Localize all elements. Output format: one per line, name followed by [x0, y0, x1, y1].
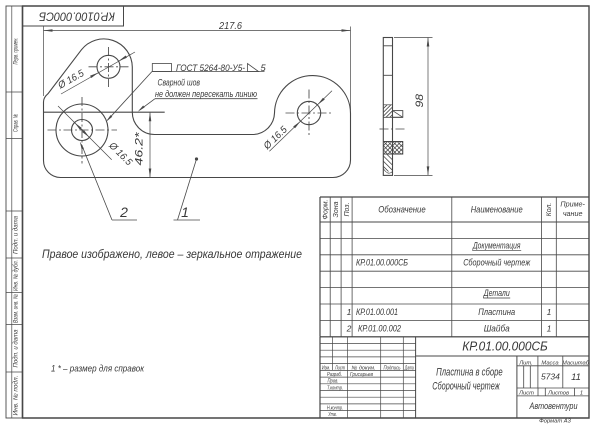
- svg-text:2: 2: [346, 324, 352, 334]
- svg-text:Пластина в сборе: Пластина в сборе: [436, 366, 503, 378]
- svg-text:Лит.: Лит.: [518, 360, 533, 366]
- svg-text:Масса: Масса: [541, 360, 559, 366]
- svg-text:1: 1: [580, 390, 583, 396]
- svg-text:11: 11: [571, 372, 581, 383]
- svg-text:Подп. и дата: Подп. и дата: [13, 329, 20, 368]
- svg-text:Шайба: Шайба: [484, 324, 510, 334]
- svg-text:Дата: Дата: [404, 365, 414, 371]
- svg-text:Сварной шов: Сварной шов: [158, 77, 201, 87]
- svg-text:КР.01.00.001: КР.01.00.001: [356, 307, 398, 317]
- svg-text:98: 98: [414, 94, 426, 108]
- svg-text:Справ. №: Справ. №: [13, 114, 20, 132]
- svg-text:5: 5: [261, 63, 267, 73]
- svg-text:Документация: Документация: [472, 241, 520, 251]
- svg-text:Наименование: Наименование: [471, 205, 523, 215]
- svg-text:Автовентури: Автовентури: [529, 401, 578, 411]
- svg-text:Зона: Зона: [333, 201, 340, 217]
- svg-text:Перв. примен.: Перв. примен.: [13, 38, 20, 65]
- svg-text:46.2*: 46.2*: [134, 132, 146, 166]
- svg-text:Т.контр.: Т.контр.: [327, 385, 343, 391]
- svg-text:1: 1: [547, 307, 552, 317]
- svg-text:КР.01.00.000СБ: КР.01.00.000СБ: [356, 257, 408, 267]
- svg-text:Изм.: Изм.: [322, 365, 331, 371]
- svg-text:1: 1: [347, 307, 352, 317]
- svg-text:КР.01.00.000СБ: КР.01.00.000СБ: [462, 338, 548, 353]
- svg-text:Поз.: Поз.: [344, 202, 351, 216]
- svg-text:Листов: Листов: [547, 390, 569, 396]
- svg-text:Пров.: Пров.: [328, 379, 339, 385]
- svg-text:Подпись: Подпись: [384, 365, 401, 371]
- svg-text:Инв. № дубл.: Инв. № дубл.: [13, 260, 20, 291]
- svg-text:Сборочный чертеж: Сборочный чертеж: [432, 381, 500, 393]
- svg-text:Сборочный чертеж: Сборочный чертеж: [463, 257, 531, 267]
- svg-text:ГОСТ 5264-80-У5-: ГОСТ 5264-80-У5-: [176, 63, 245, 73]
- svg-text:1: 1: [547, 324, 552, 334]
- svg-text:№ докум.: № докум.: [352, 365, 376, 371]
- svg-text:Грисарьев: Грисарьев: [350, 372, 373, 378]
- svg-text:5734: 5734: [541, 372, 560, 382]
- svg-text:Подп. и дата: Подп. и дата: [13, 215, 20, 254]
- svg-text:Приме-: Приме-: [560, 200, 585, 209]
- svg-text:Взам. инв. №: Взам. инв. №: [13, 294, 20, 323]
- svg-text:КР.01.00.002: КР.01.00.002: [358, 324, 401, 334]
- svg-text:Правое изображено, левое – зер: Правое изображено, левое – зеркальное от…: [42, 248, 302, 261]
- svg-text:Н.контр.: Н.контр.: [327, 406, 343, 412]
- svg-text:Разраб.: Разраб.: [327, 372, 342, 378]
- svg-text:Пластина: Пластина: [478, 307, 515, 317]
- svg-text:Форм.: Форм.: [322, 199, 329, 219]
- svg-text:не должен пересекать линию: не должен пересекать линию: [155, 89, 257, 99]
- svg-text:чание: чание: [563, 209, 583, 218]
- svg-text:Кол.: Кол.: [546, 203, 553, 217]
- svg-text:217.6: 217.6: [218, 21, 242, 32]
- svg-text:Масштаб: Масштаб: [562, 360, 590, 366]
- svg-text:Утв.: Утв.: [328, 412, 337, 418]
- svg-text:1: 1: [181, 204, 189, 220]
- svg-text:Инв. № подл.: Инв. № подл.: [13, 376, 20, 416]
- svg-text:Формат А3: Формат А3: [539, 418, 571, 424]
- svg-text:Детали: Детали: [483, 288, 510, 298]
- svg-text:КР.0100.000СБ: КР.0100.000СБ: [39, 10, 115, 22]
- svg-text:Лист: Лист: [334, 365, 345, 371]
- svg-text:Лист: Лист: [518, 390, 534, 396]
- svg-text:2: 2: [119, 204, 128, 220]
- svg-text:Обозначение: Обозначение: [378, 205, 426, 215]
- svg-text:1 * – размер для справок: 1 * – размер для справок: [51, 364, 144, 375]
